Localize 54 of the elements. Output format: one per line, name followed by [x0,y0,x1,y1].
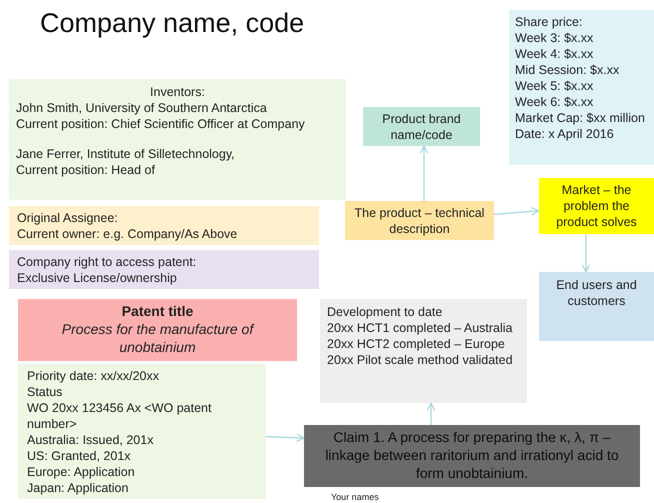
box-text: 20xx HCT1 completed – Australia [327,320,514,336]
arrow [426,402,436,425]
box-text: End users and customers [555,277,638,309]
arrow [494,207,540,216]
box-text: Inventors: [149,84,206,100]
box-text: Claim 1. A process for preparing the κ, λ, π – linkage between raritorium and irrationyl acid to form unobtainium. [324,429,620,483]
box-text: Week 4: $x.xx [515,46,594,62]
status-box [18,364,266,499]
box-text: Week 6: $x.xx [515,94,594,110]
process-box [345,201,494,240]
box-text: Current position: Head of [16,162,156,178]
arrow [266,434,305,442]
box-text: Mid Session: $x.xx [515,62,620,78]
box-text: US: Granted, 201x [27,448,132,464]
box-text: Japan: Application [27,480,130,496]
box-text: Australia: Issued, 201x [27,432,154,448]
box-text: Week 5: $x.xx [515,78,594,94]
process-box [539,272,654,341]
box-text: 20xx Pilot scale method validated [327,352,514,368]
title: Company name, code [40,8,304,39]
box-text: Week 3: $x.xx [515,30,594,46]
box-text: WO 20xx 123456 Ax <WO patent number> [27,400,212,432]
box-text: Share price: [515,14,584,30]
rights-box [9,250,319,289]
claim-box [304,425,640,487]
box-text: Priority date: xx/xx/20xx [27,368,160,384]
process-box [363,107,480,146]
box-text: 20xx HCT2 completed – Europe [327,336,506,352]
box-text: Europe: Application [27,464,136,480]
box-text: Status [27,384,64,400]
box-text: Date: x April 2016 [515,126,615,142]
assignee-box [9,206,319,245]
share-price-box [509,10,654,165]
author-note: Your names [331,492,379,502]
box-text: Market Cap: $xx million [515,110,646,126]
box-text: Patent title [120,303,194,322]
box-text: Product brand name/code [381,110,462,142]
box-text: John Smith, University of Southern Antarctica [16,100,268,116]
box-text: Current owner: e.g. Company/As Above [17,226,238,242]
box-text: Jane Ferrer, Institute of Silletechnology, [16,146,236,162]
box-text: Company right to access patent: [17,254,198,270]
patent-title-box [18,299,297,361]
arrow [582,234,590,273]
box-text: Process for the manufacture of unobtainium [60,321,256,357]
process-box [539,178,654,234]
box-text: Market – the problem the product solves [555,182,638,230]
box-text: Original Assignee: [17,210,119,226]
box-text: Exclusive License/ownership [17,270,178,286]
development-box [320,299,527,403]
box-text: Current position: Chief Scientific Officer at Company [16,116,306,132]
box-text: The product – technical description [354,204,486,236]
inventors-box [9,79,346,200]
arrow [420,145,428,201]
box-text: Development to date [327,304,444,320]
